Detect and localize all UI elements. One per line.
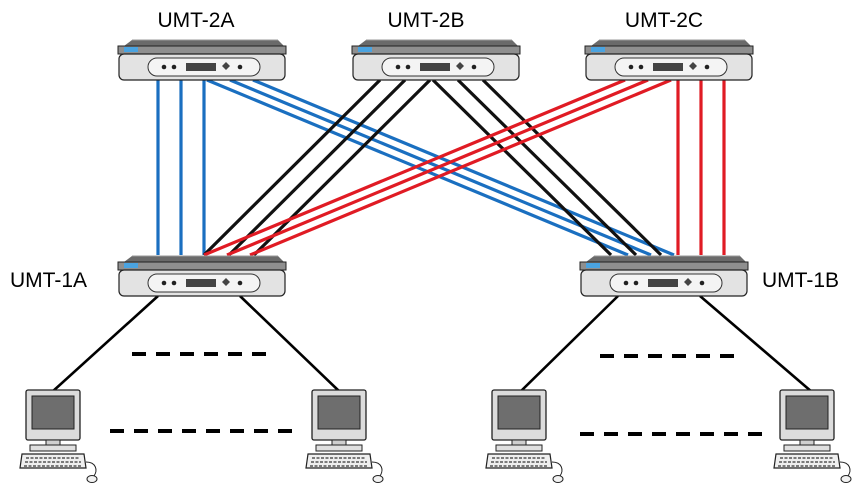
- kvm-switch-icon: [117, 39, 287, 81]
- workstation-icon: [305, 389, 384, 484]
- device-umt-2c: UMT-2C: [584, 9, 754, 81]
- links-from-umt-2c: [203, 78, 726, 257]
- kvm-switch-icon: [579, 255, 749, 297]
- workstation-icon: [485, 389, 564, 484]
- device-umt-1a: UMT-1A: [10, 255, 287, 297]
- continuation-dashes: [110, 352, 768, 436]
- workstation-icon: [773, 389, 852, 484]
- kvm-switch-icon: [584, 39, 754, 81]
- label-umt-1b: UMT-1B: [762, 269, 839, 292]
- client-links: [51, 295, 813, 393]
- device-umt-2b: UMT-2B: [351, 9, 521, 81]
- kvm-switch-icon: [351, 39, 521, 81]
- label-umt-2c: UMT-2C: [625, 9, 703, 32]
- label-umt-2b: UMT-2B: [387, 9, 464, 32]
- links-from-umt-2b: [202, 78, 663, 257]
- label-umt-2a: UMT-2A: [157, 9, 234, 32]
- kvm-switch-icon: [117, 255, 287, 297]
- label-umt-1a: UMT-1A: [10, 269, 87, 292]
- device-umt-2a: UMT-2A: [117, 9, 287, 81]
- device-umt-1b: UMT-1B: [579, 255, 839, 297]
- workstation-icon: [19, 389, 98, 484]
